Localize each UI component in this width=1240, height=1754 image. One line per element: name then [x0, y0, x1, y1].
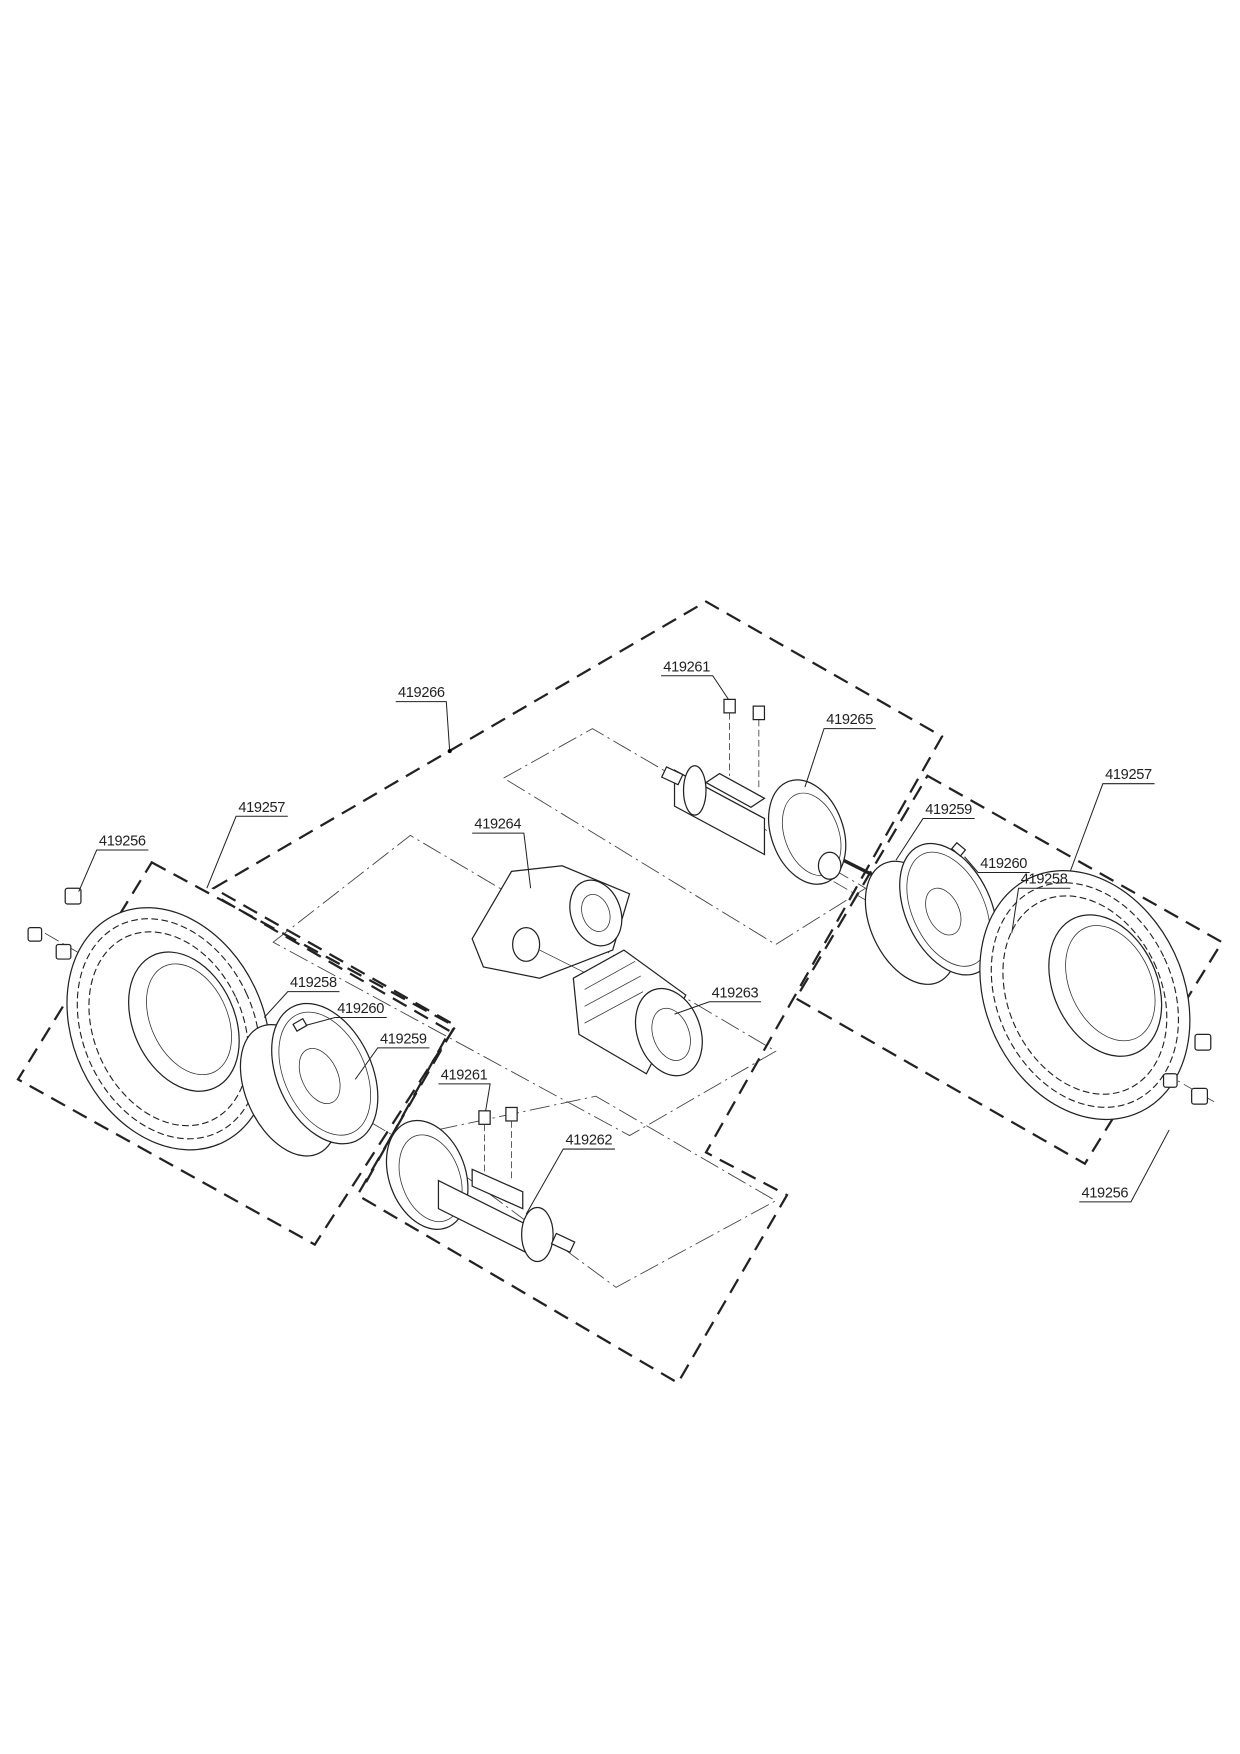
callout-label: 419260: [980, 856, 1027, 872]
callout-419257-left: 419257: [206, 800, 288, 889]
callout-label: 419257: [1105, 767, 1152, 783]
leader-line: [472, 832, 532, 889]
leader-line: [263, 991, 340, 1018]
left-rim: [239, 1002, 379, 1157]
leader-line: [1011, 887, 1071, 934]
callout-label: 419261: [663, 659, 710, 675]
gearbox: [471, 865, 631, 979]
callout-label: 419266: [398, 685, 445, 701]
callout-419257-right: 419257: [1069, 767, 1155, 872]
callout-419264: 419264: [472, 817, 532, 889]
leader-line: [395, 701, 451, 752]
callout-label: 419258: [290, 975, 337, 991]
callout-419261-top: 419261: [661, 659, 729, 700]
leader-line: [1079, 1129, 1170, 1203]
left-tire: [66, 907, 271, 1151]
right-rim: [864, 842, 998, 985]
leader-line: [964, 856, 1030, 874]
callout-label: 419263: [712, 985, 759, 1001]
leader-line: [206, 815, 288, 889]
assembly-outline-inner: [220, 898, 452, 1191]
lower-axle: [385, 1106, 576, 1263]
callout-label: 419259: [380, 1031, 427, 1047]
leader-line: [354, 1047, 430, 1080]
leader-line: [525, 1148, 615, 1215]
callout-label: 419258: [1021, 872, 1068, 888]
callout-label: 419259: [925, 802, 972, 818]
callout-419258-left: 419258: [263, 975, 340, 1018]
motor: [572, 949, 703, 1077]
left-nuts: [27, 887, 82, 960]
callout-label: 419264: [474, 817, 521, 833]
callout-label: 419256: [99, 834, 146, 850]
leader-line: [661, 675, 729, 700]
callout-419256-right: 419256: [1079, 1129, 1170, 1203]
assembly-outline: [211, 600, 944, 1385]
callout-label: 419260: [337, 1001, 384, 1017]
upper-axle: [660, 698, 847, 885]
right-tire: [979, 870, 1191, 1121]
leader-line: [438, 1083, 491, 1111]
leader-line: [895, 818, 975, 861]
callout-419260-left: 419260: [305, 1001, 387, 1026]
callout-419261-bottom: 419261: [438, 1067, 491, 1111]
leader-line: [78, 849, 149, 892]
gearbox-subgroup-outline: [272, 834, 777, 1137]
leader-line: [1069, 783, 1155, 872]
leader-dot: [447, 749, 452, 754]
right-nuts: [1162, 1033, 1212, 1105]
right-wheel-outline: [794, 774, 1224, 1166]
callout-419256-left: 419256: [78, 834, 149, 892]
callout-419265: 419265: [804, 712, 876, 788]
callout-419258-right: 419258: [1011, 872, 1071, 934]
callout-label: 419262: [565, 1133, 612, 1149]
callout-419259-left: 419259: [354, 1031, 430, 1080]
callout-label: 419256: [1081, 1185, 1128, 1201]
callout-label: 419257: [238, 800, 285, 816]
leader-line: [804, 728, 876, 788]
callout-419266: 419266: [395, 685, 452, 754]
callout-label: 419265: [826, 712, 873, 728]
right-valve: [950, 841, 967, 857]
callout-419262: 419262: [525, 1133, 615, 1215]
callout-419263: 419263: [674, 985, 762, 1015]
upper-axle-subgroup-outline: [502, 728, 867, 945]
callout-419260-right: 419260: [964, 856, 1030, 874]
callout-label: 419261: [441, 1067, 488, 1083]
leader-line: [305, 1017, 387, 1026]
leader-line: [674, 1001, 762, 1015]
left-wheel-outline: [16, 860, 457, 1247]
left-valve: [292, 1017, 308, 1032]
callout-419259-right: 419259: [895, 802, 975, 861]
